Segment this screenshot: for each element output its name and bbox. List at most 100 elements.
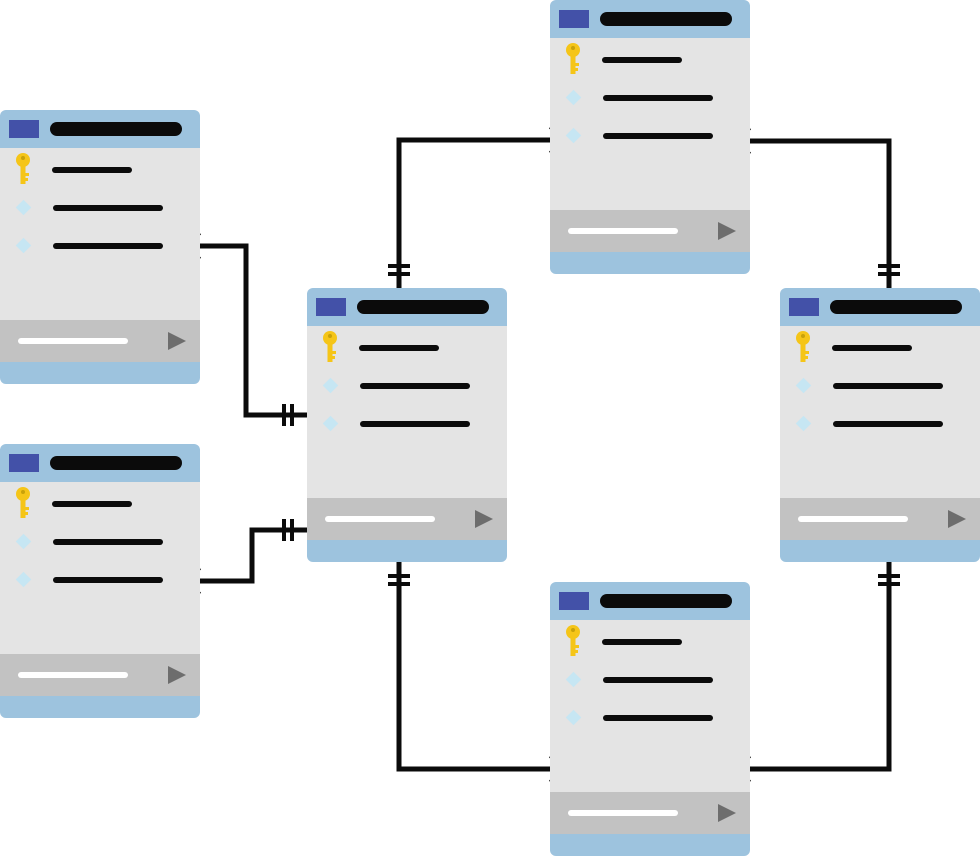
play-icon[interactable] bbox=[475, 510, 493, 528]
field-name-placeholder bbox=[603, 133, 713, 139]
connector-center-left-top bbox=[200, 243, 307, 418]
field-name-placeholder bbox=[602, 57, 682, 63]
field-row bbox=[550, 708, 750, 728]
key-icon bbox=[566, 43, 580, 74]
table-footer bbox=[0, 654, 200, 696]
table-title-placeholder bbox=[50, 456, 182, 470]
field-name-placeholder bbox=[833, 421, 943, 427]
footer-placeholder bbox=[568, 810, 678, 816]
attribute-diamond-icon bbox=[15, 533, 32, 550]
field-row bbox=[0, 570, 200, 590]
table-icon bbox=[559, 10, 589, 28]
table-body bbox=[0, 482, 200, 654]
table-title-placeholder bbox=[600, 12, 732, 26]
table-body bbox=[780, 326, 980, 498]
field-name-placeholder bbox=[53, 577, 163, 583]
table-footer bbox=[550, 210, 750, 252]
table-card-center[interactable] bbox=[307, 288, 507, 562]
connector-center-bottom bbox=[396, 562, 550, 772]
attribute-diamond-icon bbox=[565, 127, 582, 144]
field-name-placeholder bbox=[602, 639, 682, 645]
table-header bbox=[550, 0, 750, 38]
field-row bbox=[307, 376, 507, 396]
key-icon bbox=[566, 625, 580, 656]
play-icon[interactable] bbox=[168, 332, 186, 350]
table-icon bbox=[9, 454, 39, 472]
table-header bbox=[0, 444, 200, 482]
table-header bbox=[0, 110, 200, 148]
field-row bbox=[0, 487, 200, 518]
field-row bbox=[780, 376, 980, 396]
play-icon[interactable] bbox=[168, 666, 186, 684]
field-name-placeholder bbox=[603, 715, 713, 721]
attribute-diamond-icon bbox=[15, 571, 32, 588]
attribute-diamond-icon bbox=[15, 199, 32, 216]
table-title-placeholder bbox=[600, 594, 732, 608]
table-card-left-bottom[interactable] bbox=[0, 444, 200, 718]
field-row bbox=[550, 625, 750, 656]
field-row bbox=[780, 414, 980, 434]
footer-placeholder bbox=[18, 672, 128, 678]
table-title-placeholder bbox=[50, 122, 182, 136]
table-card-right[interactable] bbox=[780, 288, 980, 562]
attribute-diamond-icon bbox=[565, 709, 582, 726]
table-bottom-strip bbox=[550, 834, 750, 856]
table-header bbox=[550, 582, 750, 620]
table-body bbox=[550, 620, 750, 792]
footer-placeholder bbox=[18, 338, 128, 344]
attribute-diamond-icon bbox=[795, 415, 812, 432]
attribute-diamond-icon bbox=[565, 671, 582, 688]
play-icon[interactable] bbox=[718, 804, 736, 822]
table-bottom-strip bbox=[0, 696, 200, 718]
field-name-placeholder bbox=[359, 345, 439, 351]
field-name-placeholder bbox=[53, 205, 163, 211]
field-row bbox=[550, 43, 750, 74]
table-footer bbox=[0, 320, 200, 362]
field-name-placeholder bbox=[360, 383, 470, 389]
field-name-placeholder bbox=[833, 383, 943, 389]
table-icon bbox=[789, 298, 819, 316]
table-footer bbox=[780, 498, 980, 540]
table-body bbox=[550, 38, 750, 210]
table-icon bbox=[9, 120, 39, 138]
field-name-placeholder bbox=[603, 95, 713, 101]
key-icon bbox=[16, 487, 30, 518]
footer-placeholder bbox=[568, 228, 678, 234]
table-icon bbox=[559, 592, 589, 610]
table-card-top[interactable] bbox=[550, 0, 750, 274]
key-icon bbox=[16, 153, 30, 184]
table-header bbox=[780, 288, 980, 326]
field-row bbox=[0, 532, 200, 552]
table-bottom-strip bbox=[307, 540, 507, 562]
play-icon[interactable] bbox=[948, 510, 966, 528]
play-icon[interactable] bbox=[718, 222, 736, 240]
table-card-left-top[interactable] bbox=[0, 110, 200, 384]
key-icon bbox=[323, 331, 337, 362]
key-icon bbox=[796, 331, 810, 362]
field-name-placeholder bbox=[360, 421, 470, 427]
field-row bbox=[307, 331, 507, 362]
field-row bbox=[550, 88, 750, 108]
table-icon bbox=[316, 298, 346, 316]
field-row bbox=[780, 331, 980, 362]
field-name-placeholder bbox=[603, 677, 713, 683]
field-row bbox=[0, 236, 200, 256]
connector-center-top bbox=[396, 137, 550, 288]
connector-right-top bbox=[750, 138, 892, 288]
attribute-diamond-icon bbox=[565, 89, 582, 106]
field-name-placeholder bbox=[52, 501, 132, 507]
connector-center-left-bottom bbox=[200, 527, 307, 584]
table-card-bottom[interactable] bbox=[550, 582, 750, 856]
table-body bbox=[0, 148, 200, 320]
table-bottom-strip bbox=[550, 252, 750, 274]
attribute-diamond-icon bbox=[322, 377, 339, 394]
attribute-diamond-icon bbox=[795, 377, 812, 394]
footer-placeholder bbox=[798, 516, 908, 522]
table-title-placeholder bbox=[830, 300, 962, 314]
field-row bbox=[550, 126, 750, 146]
field-name-placeholder bbox=[52, 167, 132, 173]
table-title-placeholder bbox=[357, 300, 489, 314]
table-bottom-strip bbox=[0, 362, 200, 384]
footer-placeholder bbox=[325, 516, 435, 522]
table-header bbox=[307, 288, 507, 326]
